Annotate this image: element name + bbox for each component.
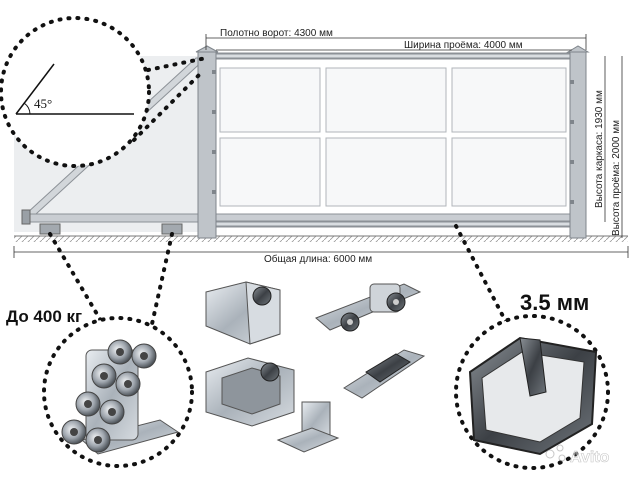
frame-height-dimension: Высота каркаса: 1930 мм [594,90,605,208]
bottom-catcher [276,401,340,453]
profile-detail [454,224,610,470]
top-guide-bracket [205,281,281,345]
end-catcher-bracket [205,357,295,427]
angle-slope-line [15,63,55,115]
carriage-rollers [61,339,157,453]
load-capacity-label: До 400 кг [6,307,82,326]
right-post [569,51,587,239]
avito-watermark: Avito [545,444,610,466]
roller-carriage [315,283,422,332]
angle-detail: 45° [0,16,208,168]
ground [14,236,628,242]
angle-label: 45° [34,96,52,111]
opening-height-dimension: Высота проёма: 2000 мм [611,120,622,236]
carriage-detail [42,232,194,468]
gate-leaf-dimension: Полотно ворот: 4300 мм [220,28,333,39]
end-roller [343,349,426,399]
profile-thickness-label: 3.5 мм [520,290,589,315]
opening-width-dimension: Ширина проёма: 4000 мм [404,40,523,51]
total-length-dimension: Общая длина: 6000 мм [264,253,372,265]
hardware-components [205,281,426,453]
left-post [197,51,217,239]
watermark-text: Avito [570,449,610,466]
dimension-lines [13,34,629,258]
gate-panels [219,67,567,207]
gate-drawing [14,45,628,242]
